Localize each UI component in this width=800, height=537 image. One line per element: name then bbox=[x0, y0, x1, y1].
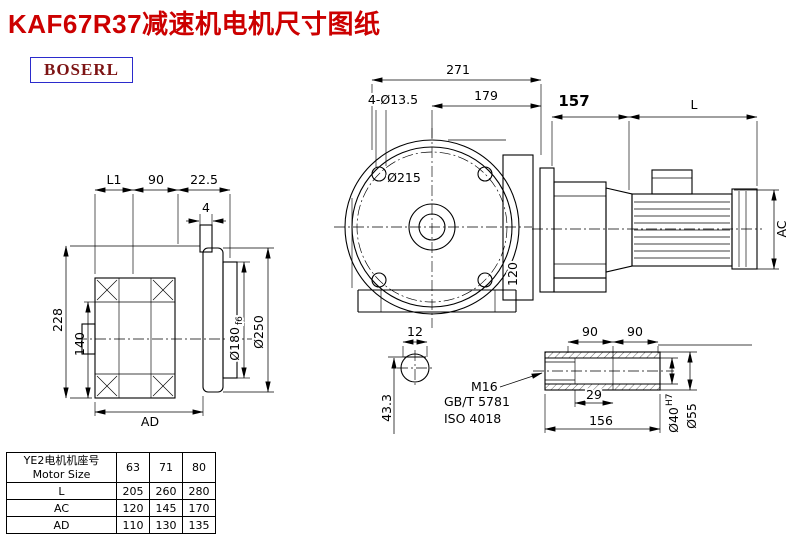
table-cell: 110 bbox=[116, 516, 150, 534]
dim-90-label: 90 bbox=[148, 172, 164, 187]
key-section-view: 12 43.3 bbox=[379, 324, 433, 434]
bolt-circle bbox=[356, 151, 508, 303]
table-row-ad: AD 110 130 135 bbox=[6, 516, 216, 534]
gearbox-housing bbox=[553, 181, 607, 279]
hollow-shaft bbox=[544, 351, 661, 391]
std-gbt-label: GB/T 5781 bbox=[444, 394, 510, 409]
page-title: KAF67R37减速机电机尺寸图纸 bbox=[8, 9, 381, 39]
gearbox-flange-edge bbox=[539, 167, 555, 293]
dia-40-label: Ø40 bbox=[666, 407, 681, 433]
dim-ad-label: AD bbox=[141, 414, 159, 429]
terminal-box bbox=[651, 169, 693, 195]
table-header-motor-size: YE2电机机座号 Motor Size bbox=[6, 452, 117, 483]
table-cell: 260 bbox=[149, 482, 183, 500]
table-cell: 205 bbox=[116, 482, 150, 500]
dim-157-label: 157 bbox=[558, 92, 589, 110]
brand-logo: BOSERL bbox=[30, 57, 133, 83]
dim-120-label: 120 bbox=[505, 262, 520, 286]
dim-156-label: 156 bbox=[589, 413, 613, 428]
side-flange-plate bbox=[502, 154, 534, 301]
dim-12-label: 12 bbox=[407, 324, 423, 339]
shaft-detail-view: 90 90 M16 GB/T 5781 ISO 4018 29 156 Ø40 … bbox=[444, 324, 752, 433]
dim-228-label: 228 bbox=[50, 308, 65, 332]
std-iso-label: ISO 4018 bbox=[444, 411, 501, 426]
dim-29-label: 29 bbox=[586, 387, 602, 402]
thread-label: M16 bbox=[471, 379, 498, 394]
gearbox-foot bbox=[553, 277, 607, 293]
gearbox-body bbox=[94, 277, 176, 399]
table-cell: 170 bbox=[182, 499, 216, 517]
table-cell: 145 bbox=[149, 499, 183, 517]
dia-55-label: Ø55 bbox=[684, 403, 699, 429]
dim-90b-label: 90 bbox=[627, 324, 643, 339]
table-cell: 130 bbox=[149, 516, 183, 534]
bolt-hole bbox=[371, 166, 387, 182]
table-cell: 120 bbox=[116, 499, 150, 517]
dim-l-label: L bbox=[691, 97, 698, 112]
dia-215-label: Ø215 bbox=[387, 170, 421, 185]
dim-43-3-label: 43.3 bbox=[379, 394, 394, 422]
flange-disc-250 bbox=[202, 247, 224, 393]
table-size-71: 71 bbox=[149, 452, 183, 483]
motor-view: 157 L AC bbox=[532, 92, 789, 293]
table-size-63: 63 bbox=[116, 452, 150, 483]
dim-140-label: 140 bbox=[72, 332, 87, 356]
table-cell: 135 bbox=[182, 516, 216, 534]
row-label-ad: AD bbox=[6, 516, 117, 534]
row-label-ac: AC bbox=[6, 499, 117, 517]
side-view: L1 90 22.5 4 228 140 AD bbox=[50, 172, 274, 429]
dim-179-label: 179 bbox=[474, 88, 498, 103]
dia-180-label: Ø180 bbox=[227, 327, 242, 361]
dim-ac-label: AC bbox=[774, 220, 789, 237]
table-cell: 280 bbox=[182, 482, 216, 500]
dim-90a-label: 90 bbox=[582, 324, 598, 339]
dia-40-tol-label: H7 bbox=[665, 394, 675, 407]
bolt-hole bbox=[371, 272, 387, 288]
table-header-row: YE2电机机座号 Motor Size 63 71 80 bbox=[6, 452, 216, 483]
dia-180-tol-label: f6 bbox=[235, 316, 245, 325]
dia-250-label: Ø250 bbox=[251, 315, 266, 349]
motor-size-table: YE2电机机座号 Motor Size 63 71 80 L 205 260 2… bbox=[6, 452, 216, 534]
bolt-hole bbox=[477, 166, 493, 182]
spigot-180 bbox=[222, 261, 238, 379]
dim-l1-label: L1 bbox=[107, 172, 122, 187]
table-header-cn: YE2电机机座号 bbox=[23, 453, 100, 467]
bolt-hole bbox=[477, 272, 493, 288]
table-row-ac: AC 120 145 170 bbox=[6, 499, 216, 517]
row-label-l: L bbox=[6, 482, 117, 500]
table-row-l: L 205 260 280 bbox=[6, 482, 216, 500]
front-view: 271 179 4-Ø13.5 Ø215 120 bbox=[334, 60, 542, 328]
dim-271-label: 271 bbox=[446, 62, 470, 77]
table-size-80: 80 bbox=[182, 452, 216, 483]
table-header-en: Motor Size bbox=[32, 467, 91, 481]
flange-outer-circle bbox=[344, 139, 520, 315]
dim-4-label: 4 bbox=[202, 200, 210, 215]
dim-22-5-label: 22.5 bbox=[190, 172, 218, 187]
holes-callout-label: 4-Ø13.5 bbox=[368, 92, 418, 107]
motor-bell bbox=[605, 187, 633, 273]
shaft-hub-circle bbox=[408, 203, 456, 251]
